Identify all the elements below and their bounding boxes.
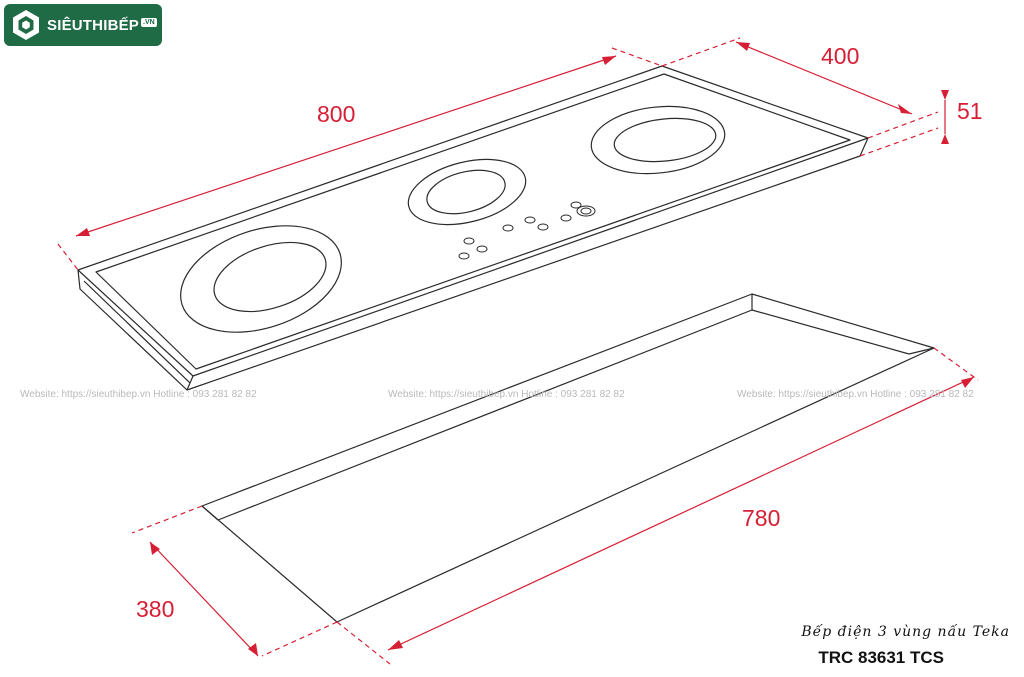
control-key	[560, 214, 572, 222]
control-key	[502, 224, 514, 232]
control-key	[570, 201, 582, 209]
product-caption: Bếp điện 3 vùng nấu Teka	[801, 624, 1010, 640]
extension-line	[867, 111, 939, 139]
power-key-inner	[580, 207, 592, 215]
dimension-line-400	[735, 41, 913, 115]
cooking-zone-right-inner	[613, 117, 717, 163]
arrow-head	[150, 542, 160, 555]
watermark-right: Website: https://sieuthibep.vn Hotline :…	[737, 389, 974, 400]
extension-line	[611, 47, 663, 67]
watermark-left: Website: https://sieuthibep.vn Hotline :…	[20, 389, 257, 400]
cutout-corner-line	[908, 347, 935, 355]
extension-line	[661, 37, 741, 67]
dim-label-51: 51	[957, 98, 983, 124]
dimension-line-380	[149, 541, 259, 657]
cutout-corner-line	[201, 505, 219, 521]
dim-label-780: 780	[742, 505, 781, 531]
cutout-inner-rim	[217, 309, 910, 521]
cooking-zone-center-outer	[407, 158, 527, 226]
hob-drawing	[77, 65, 935, 623]
arrow-head	[736, 42, 750, 51]
cooking-zone-large-inner	[213, 241, 327, 313]
dim-label-400: 400	[821, 43, 860, 69]
brand-logo[interactable]: SIÊUTHIBẾP .VN	[4, 4, 162, 46]
arrow-head	[961, 377, 974, 388]
control-key	[458, 252, 470, 260]
watermark-center: Website: https://sieuthibep.vn Hotline :…	[388, 389, 625, 400]
arrow-head	[76, 228, 90, 236]
cutout-outline	[201, 293, 935, 623]
touch-controls	[458, 201, 596, 260]
hob-inner-border	[95, 73, 851, 370]
control-key	[524, 216, 536, 224]
logo-suffix: .VN	[141, 17, 157, 27]
hob-side-edge	[186, 137, 869, 391]
dimension-lines	[57, 37, 979, 665]
arrow-head	[602, 56, 616, 65]
arrow-head	[248, 643, 258, 656]
arrow-head	[388, 640, 403, 650]
extension-line	[336, 621, 391, 665]
cooking-zone-center-inner	[426, 169, 506, 215]
extension-line	[261, 621, 338, 657]
cooking-zone-right-outer	[590, 105, 726, 175]
dim-label-800: 800	[317, 101, 356, 127]
extension-line	[933, 347, 979, 381]
model-number: TRC 83631 TCS	[818, 648, 944, 667]
arrow-head	[941, 90, 949, 100]
cooking-zone-large-outer	[180, 225, 342, 333]
power-key-outer	[576, 205, 596, 217]
dimension-line-800	[75, 55, 617, 237]
extension-line	[859, 127, 939, 157]
extension-line	[131, 505, 203, 534]
hexagon-logo-icon	[13, 10, 39, 40]
dimension-line-780	[387, 376, 975, 651]
control-key	[537, 223, 549, 231]
control-key	[476, 245, 488, 253]
dim-label-380: 380	[136, 596, 175, 622]
logo-brand-text: SIÊUTHIBẾP	[47, 16, 140, 34]
dimension-arrows	[76, 42, 974, 656]
arrow-head	[941, 134, 949, 144]
extension-line	[57, 243, 79, 271]
control-key	[463, 237, 475, 245]
hob-edge-line	[83, 280, 191, 384]
arrow-head	[898, 104, 912, 114]
